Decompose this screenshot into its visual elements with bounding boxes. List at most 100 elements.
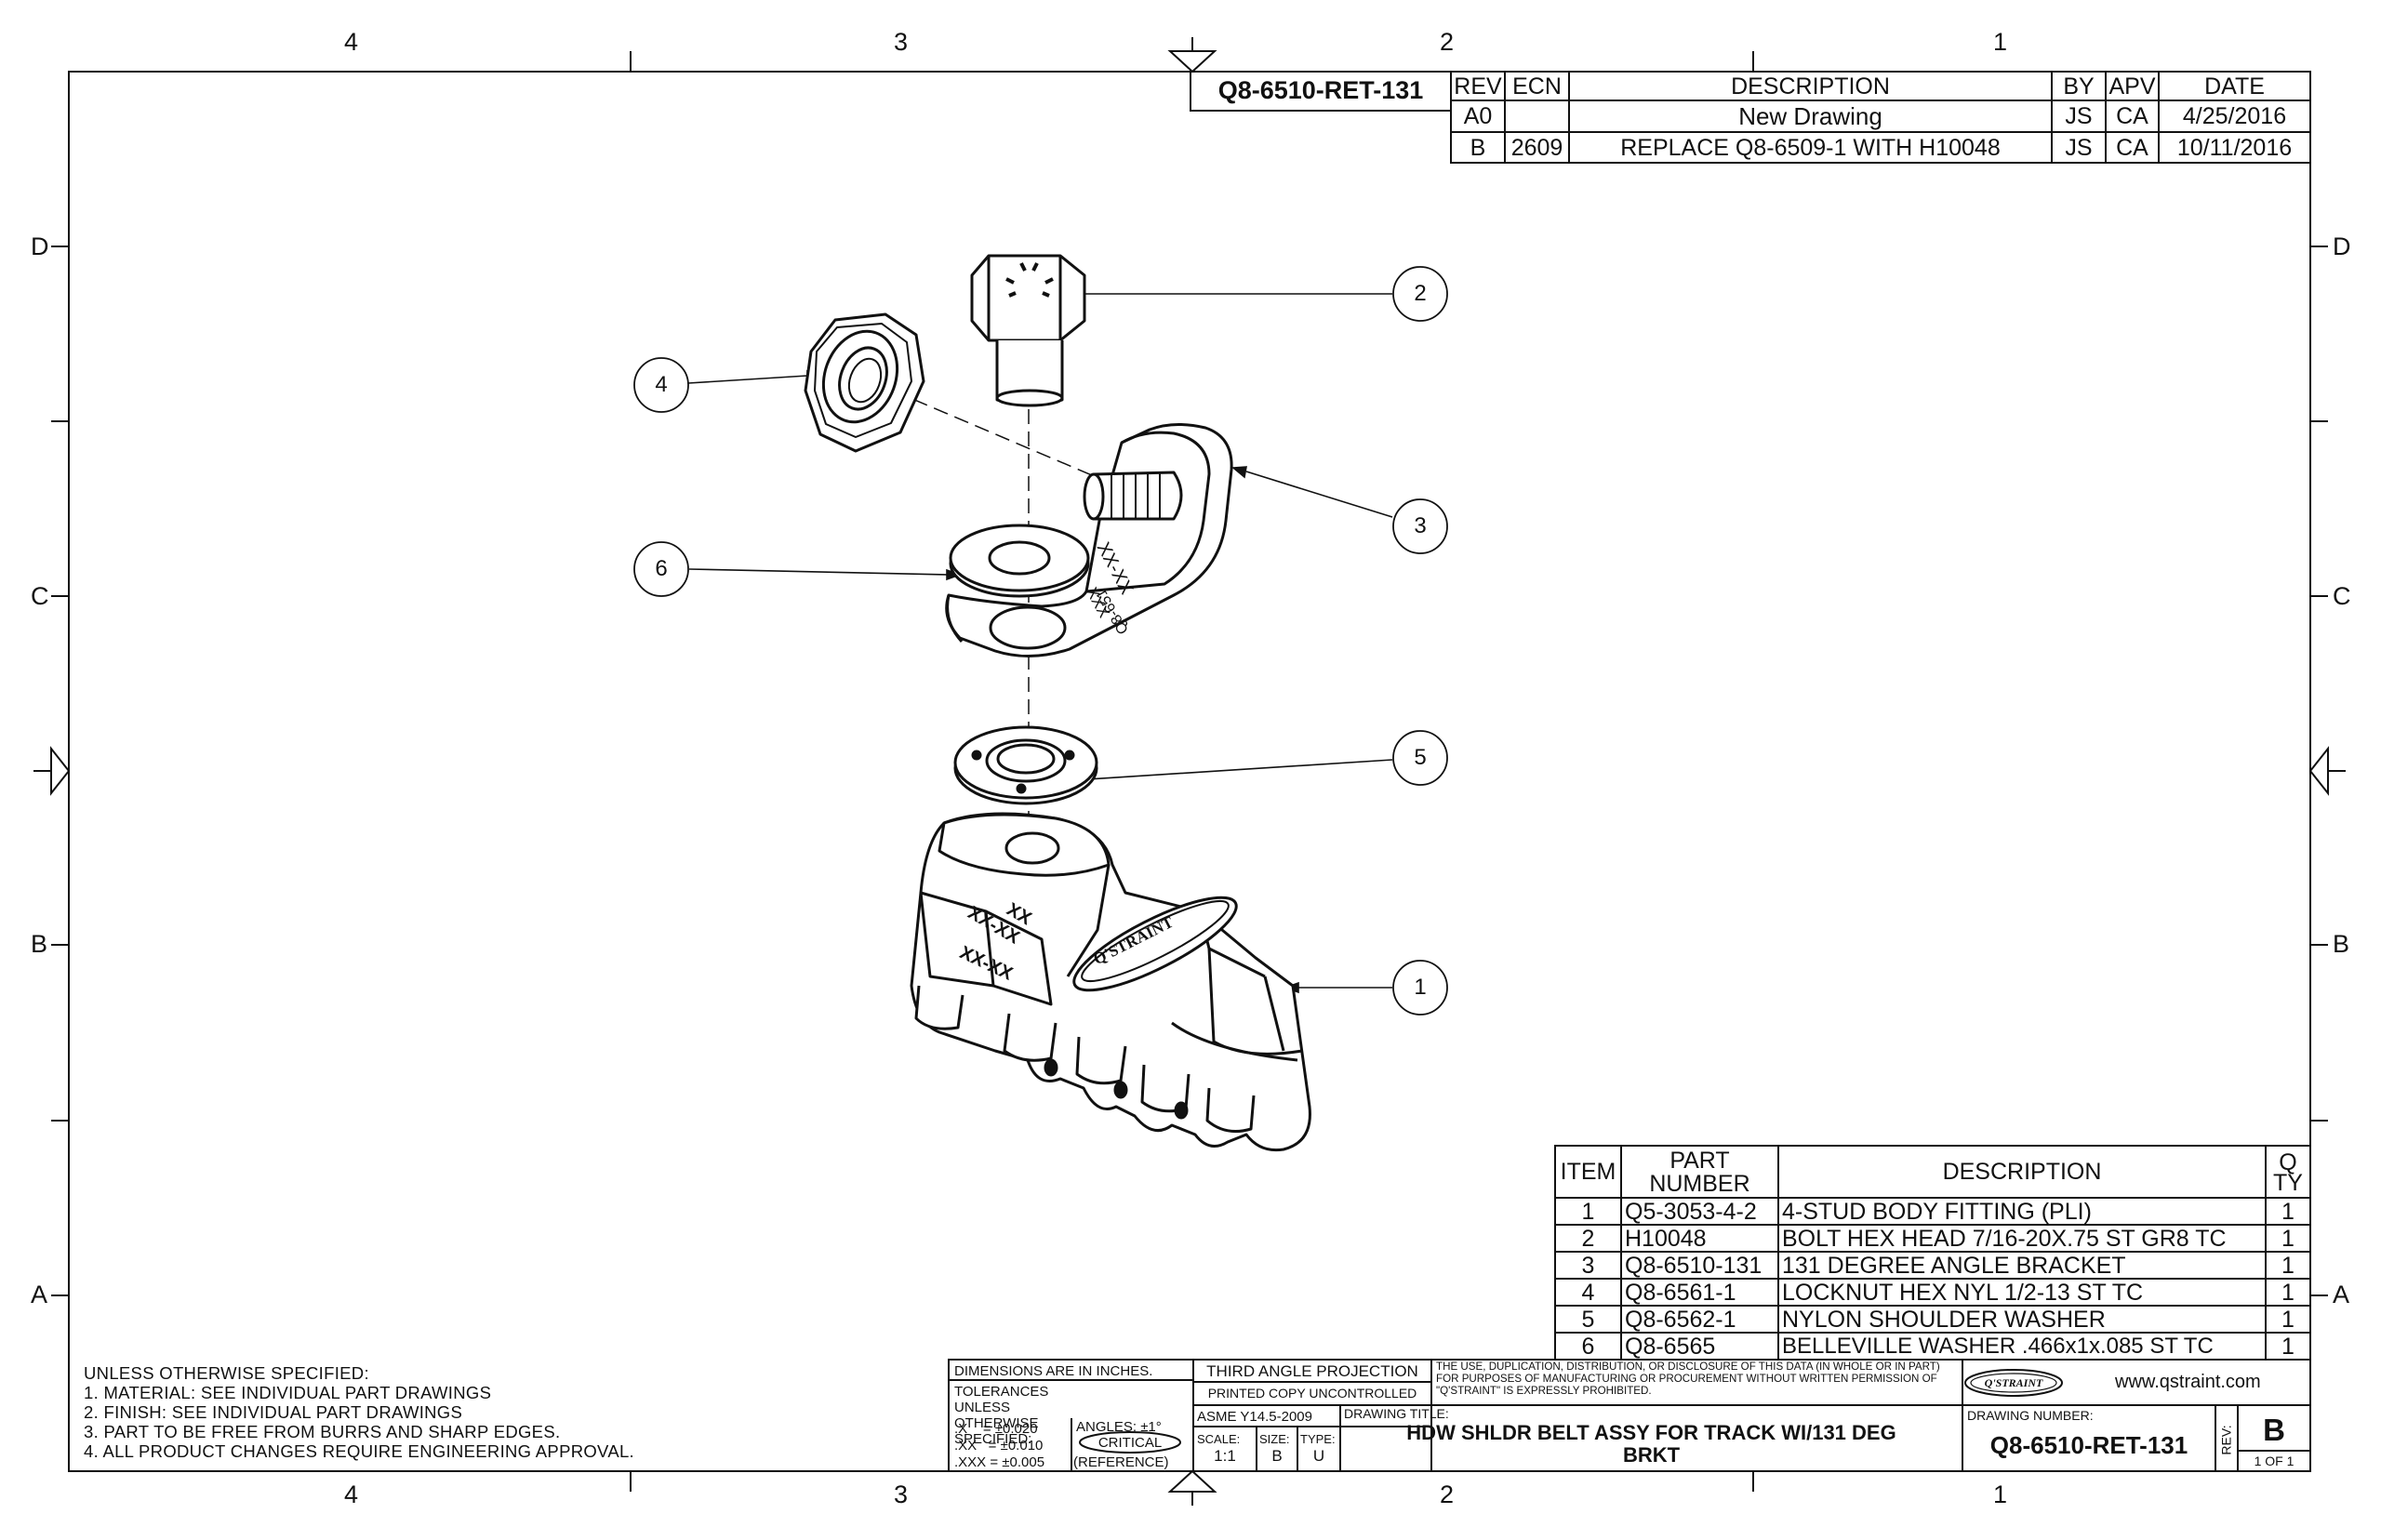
sheet-number: 1 OF 1 [2254, 1454, 2295, 1468]
rev-cell: JS [2065, 103, 2093, 129]
locknut-illustration [804, 312, 925, 453]
bom-part-number: Q8-6561-1 [1625, 1280, 1736, 1306]
drawing-title-label: DRAWING TITLE: [1344, 1406, 1449, 1421]
bom-item: 4 [1581, 1280, 1595, 1306]
rev-header-description: DESCRIPTION [1731, 73, 1890, 100]
top-drawing-number: Q8-6510-RET-131 [1217, 76, 1424, 104]
rev-cell: 2609 [1510, 134, 1563, 161]
zone-column-label: 4 [344, 1480, 359, 1508]
belleville-washer-illustration [949, 524, 1090, 598]
rev-cell: CA [2116, 134, 2148, 161]
rev-cell: B [1470, 134, 1486, 161]
balloon-circle [1392, 730, 1448, 786]
company-website: www.qstraint.com [2115, 1372, 2261, 1392]
balloon-number: 2 [1414, 281, 1427, 306]
bom-header-part-number: PART NUMBER [1649, 1147, 1750, 1197]
rev-cell: CA [2116, 103, 2148, 129]
zone-row-label: C [2333, 582, 2351, 610]
dimension-units: DIMENSIONS ARE IN INCHES. [954, 1363, 1153, 1379]
rev-header-apv: APV [2108, 73, 2156, 100]
bom-header-item: ITEM [1560, 1159, 1616, 1185]
bom-qty: 1 [2281, 1280, 2295, 1306]
rev-cell: REPLACE Q8-6509-1 WITH H10048 [1620, 134, 2001, 161]
rev-cell: New Drawing [1738, 102, 1882, 130]
rev-header-ecn: ECN [1512, 73, 1562, 100]
type-value: U [1312, 1447, 1325, 1465]
type-label: TYPE: [1300, 1432, 1336, 1446]
body-fitting-illustration [910, 812, 1311, 1152]
note-item: 1. MATERIAL: SEE INDIVIDUAL PART DRAWING… [84, 1383, 492, 1402]
balloon-circle [1392, 498, 1448, 554]
drawing-title-line2: BRKT [1622, 1443, 1681, 1467]
bom-item: 6 [1581, 1334, 1595, 1360]
shoulder-washer-illustration [953, 725, 1098, 805]
bom-header-qty: QTY [2273, 1148, 2303, 1196]
bom-qty: 1 [2281, 1226, 2295, 1252]
zone-row-label: C [31, 582, 49, 610]
bom-item: 1 [1581, 1199, 1595, 1225]
printed-copy-label: PRINTED COPY UNCONTROLLED [1207, 1386, 1417, 1401]
note-item: 4. ALL PRODUCT CHANGES REQUIRE ENGINEERI… [84, 1441, 634, 1461]
zone-row-label: A [2333, 1281, 2350, 1308]
size-label: SIZE: [1259, 1432, 1290, 1446]
zone-column-label: 3 [894, 1480, 909, 1508]
balloon-circle [633, 541, 689, 597]
notes-heading: UNLESS OTHERWISE SPECIFIED: [84, 1363, 369, 1383]
bom-qty: 1 [2281, 1334, 2295, 1360]
bom-item: 3 [1581, 1253, 1595, 1279]
zone-column-label: 3 [894, 28, 909, 56]
bom-item: 5 [1581, 1307, 1595, 1333]
bom-item: 2 [1581, 1226, 1595, 1252]
note-item: 2. FINISH: SEE INDIVIDUAL PART DRAWINGS [84, 1402, 463, 1422]
balloon-number: 4 [655, 372, 668, 397]
projection-label: THIRD ANGLE PROJECTION [1206, 1362, 1418, 1380]
bom-header-description: DESCRIPTION [1942, 1159, 2102, 1185]
proprietary-notice: THE USE, DUPLICATION, DISTRIBUTION, OR D… [1436, 1361, 1940, 1397]
bom-part-number: H10048 [1625, 1226, 1707, 1252]
zone-column-label: 4 [344, 28, 359, 56]
rev-cell: JS [2065, 134, 2093, 161]
balloon-circle [1392, 960, 1448, 1016]
asme-standard: ASME Y14.5-2009 [1197, 1409, 1312, 1425]
tolerances-heading: TOLERANCES UNLESS OTHERWISE SPECIFIED: [954, 1384, 1049, 1447]
rev-header-date: DATE [2204, 73, 2265, 100]
qstraint-logo: Q'STRAINT [1984, 1376, 2043, 1389]
angle-tolerance: ANGLES: ±1° [1076, 1419, 1162, 1435]
scale-value: 1:1 [1214, 1447, 1236, 1465]
zone-row-label: D [2333, 232, 2351, 260]
drawing-number: Q8-6510-RET-131 [1989, 1431, 2188, 1459]
rev-cell [1505, 101, 1569, 132]
bom-part-number: Q8-6565 [1625, 1334, 1716, 1360]
bom-part-number: Q8-6510-131 [1625, 1253, 1762, 1279]
hex-bolt-illustration [970, 254, 1086, 407]
bom-description: LOCKNUT HEX NYL 1/2-13 ST TC [1782, 1280, 2144, 1306]
angle-bracket-illustration [945, 423, 1233, 657]
zone-row-label: B [2333, 930, 2350, 958]
scale-label: SCALE: [1197, 1432, 1241, 1446]
zone-column-label: 2 [1440, 28, 1455, 56]
bom-qty: 1 [2281, 1307, 2295, 1333]
bom-description: BELLEVILLE WASHER .466x1x.085 ST TC [1782, 1334, 2214, 1359]
rev-value: B [2263, 1413, 2285, 1447]
zone-row-label: B [31, 930, 48, 958]
zone-column-label: 1 [1993, 28, 2008, 56]
zone-column-label: 1 [1993, 1480, 2008, 1508]
rev-header-by: BY [2063, 73, 2095, 100]
bom-description: 131 DEGREE ANGLE BRACKET [1782, 1253, 2126, 1279]
rev-cell: 10/11/2016 [2176, 134, 2293, 161]
rev-cell: A0 [1463, 103, 1493, 129]
bom-qty: 1 [2281, 1253, 2295, 1279]
balloon-circle [633, 357, 689, 413]
note-item: 3. PART TO BE FREE FROM BURRS AND SHARP … [84, 1422, 561, 1441]
bom-part-number: Q5-3053-4-2 [1625, 1199, 1757, 1225]
zone-column-label: 2 [1440, 1480, 1455, 1508]
balloon-number: 3 [1414, 513, 1427, 538]
tolerance-x: .X = ±0.020 [954, 1421, 1038, 1437]
bom-description: 4-STUD BODY FITTING (PLI) [1782, 1199, 2092, 1225]
bom-qty: 1 [2281, 1199, 2295, 1225]
bom-description: NYLON SHOULDER WASHER [1782, 1307, 2106, 1333]
rev-label: REV: [2218, 1425, 2234, 1455]
balloon-number: 5 [1414, 745, 1427, 770]
